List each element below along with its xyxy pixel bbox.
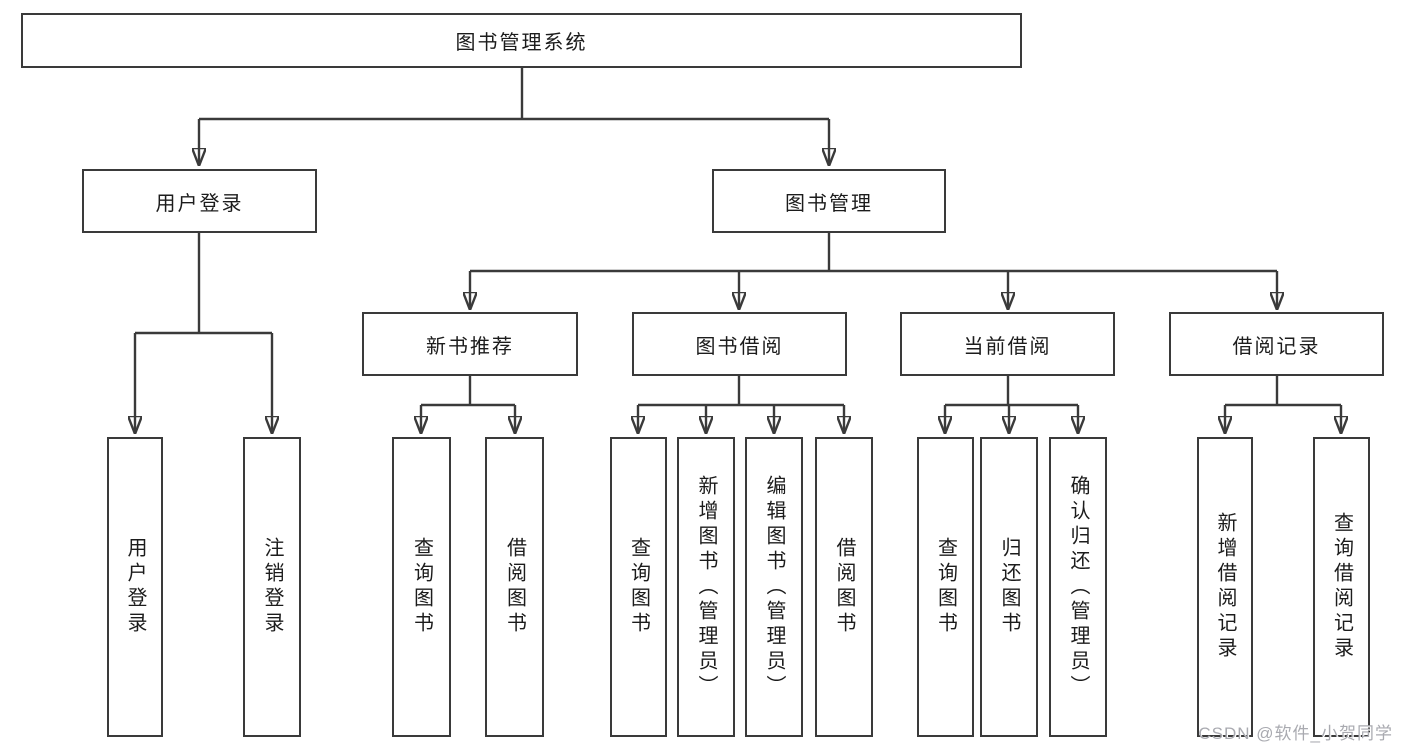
leaf-confirm-return-admin: 确认归还（管理员） [1049,437,1107,737]
node-current-borrow: 当前借阅 [900,312,1115,376]
node-new-book-recommend: 新书推荐 [362,312,578,376]
leaf-query-book-borrow: 查询图书 [610,437,667,737]
node-user-login: 用户登录 [82,169,317,233]
leaf-borrow-book: 借阅图书 [815,437,873,737]
leaf-user-login: 用户登录 [107,437,163,737]
leaf-borrow-book-recommend: 借阅图书 [485,437,544,737]
leaf-return-book: 归还图书 [980,437,1038,737]
leaf-edit-book-admin: 编辑图书（管理员） [745,437,803,737]
node-book-management: 图书管理 [712,169,946,233]
leaf-add-borrow-record: 新增借阅记录 [1197,437,1253,737]
csdn-watermark: CSDN @软件_小贺同学 [1198,724,1393,743]
node-borrow-records: 借阅记录 [1169,312,1384,376]
leaf-query-borrow-record: 查询借阅记录 [1313,437,1370,737]
leaf-logout: 注销登录 [243,437,301,737]
leaf-query-book-recommend: 查询图书 [392,437,451,737]
leaf-query-book-current: 查询图书 [917,437,974,737]
node-root-system: 图书管理系统 [21,13,1022,68]
node-book-borrow: 图书借阅 [632,312,847,376]
leaf-add-book-admin: 新增图书（管理员） [677,437,735,737]
